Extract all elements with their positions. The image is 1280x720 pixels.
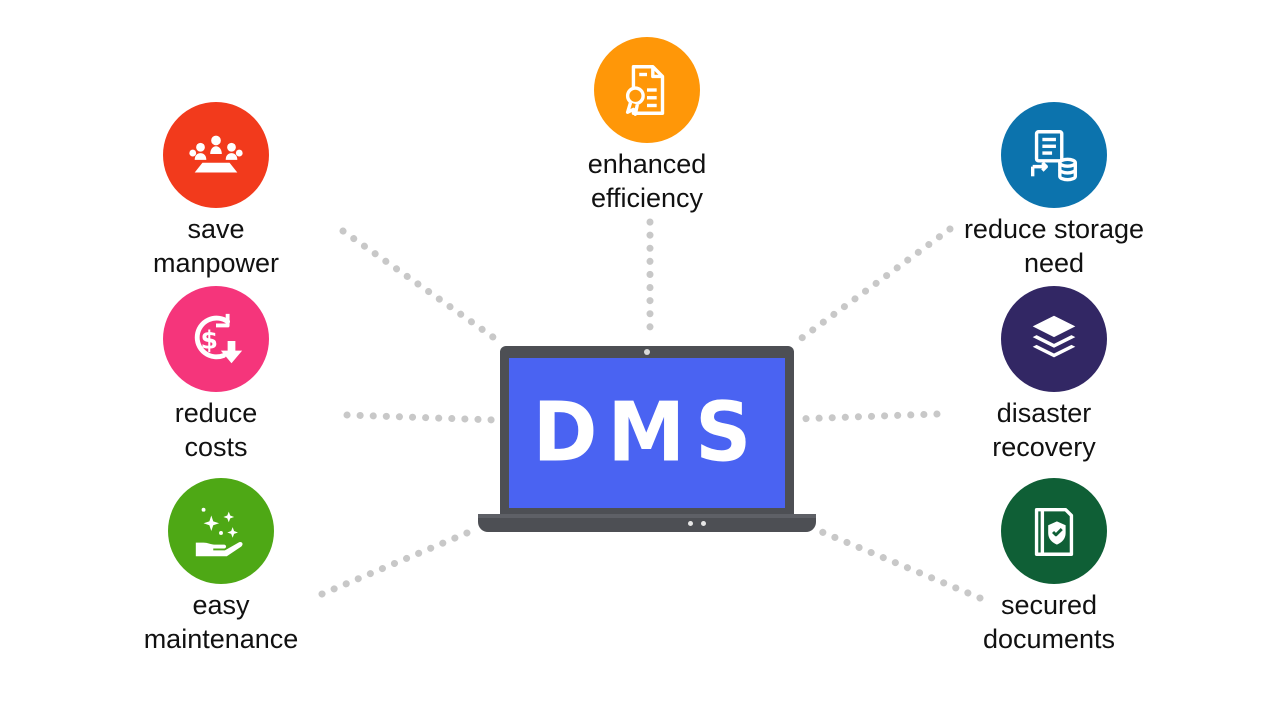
benefit-label-line-2: costs	[184, 432, 248, 462]
benefit-circle	[1001, 478, 1107, 584]
benefit-disaster-recovery: disaster recovery	[934, 286, 1174, 464]
connector-disaster-recovery	[792, 410, 941, 423]
connector-reduce-costs	[343, 411, 500, 424]
benefit-reduce-storage-need: reduce storage need	[934, 102, 1174, 280]
indicator-light	[688, 521, 693, 526]
benefit-label-line-1: easy	[192, 590, 250, 620]
benefit-label-line-1: enhanced	[587, 149, 707, 179]
secure-folder-icon	[1034, 507, 1074, 556]
connector-easy-maintenance	[318, 526, 478, 598]
benefit-secured-documents: secured documents	[934, 478, 1174, 656]
team-meeting-icon	[189, 135, 243, 173]
benefit-label-line-1: reduce storage	[963, 214, 1145, 244]
benefit-label-line-2: recovery	[992, 432, 1096, 462]
benefit-circle	[1001, 102, 1107, 208]
benefit-label-line-2: need	[1023, 248, 1085, 278]
connector-reduce-storage-need	[791, 225, 954, 347]
server-database-icon	[1030, 130, 1078, 182]
benefit-label-line-1: secured	[1000, 590, 1098, 620]
benefit-label: easy maintenance	[101, 588, 341, 656]
benefit-circle: $	[163, 286, 269, 392]
benefit-label: secured documents	[924, 588, 1174, 656]
connector-secured-documents	[818, 528, 984, 602]
benefit-label: disaster recovery	[914, 396, 1174, 464]
benefit-label-line-2: documents	[982, 624, 1116, 654]
benefit-circle	[1001, 286, 1107, 392]
benefit-easy-maintenance: easy maintenance	[101, 478, 341, 656]
laptop-base	[478, 514, 816, 532]
benefit-circle	[594, 37, 700, 143]
benefit-label-line-1: save	[187, 214, 245, 244]
dms-title: DMS	[532, 385, 762, 481]
benefit-save-manpower: save manpower	[96, 102, 336, 280]
webcam-dot	[644, 349, 650, 355]
laptop-screen: DMS	[509, 358, 785, 508]
layers-icon	[1032, 315, 1076, 358]
benefit-label-line-2: manpower	[152, 248, 280, 278]
benefit-circle	[168, 478, 274, 584]
dms-laptop: DMS	[478, 346, 816, 536]
hand-sparkle-icon	[195, 507, 243, 557]
benefit-label: reduce storage need	[934, 212, 1174, 280]
benefit-label: reduce costs	[96, 396, 336, 464]
benefit-circle	[163, 102, 269, 208]
benefit-label-line-1: disaster	[996, 398, 1092, 428]
benefit-label: save manpower	[96, 212, 336, 280]
indicator-light	[701, 521, 706, 526]
benefit-label-line-2: maintenance	[143, 624, 299, 654]
benefit-enhanced-efficiency: enhanced efficiency	[527, 37, 767, 215]
benefit-reduce-costs: $ reduce costs	[96, 286, 336, 464]
dollar-down-icon: $	[194, 313, 243, 364]
certificate-document-icon	[625, 65, 665, 116]
benefit-label-line-2: efficiency	[590, 183, 704, 213]
laptop-lid: DMS	[500, 346, 794, 514]
connector-save-manpower	[339, 227, 504, 346]
svg-text:$: $	[200, 326, 218, 355]
benefit-label-line-1: reduce	[174, 398, 258, 428]
benefit-label: enhanced efficiency	[527, 147, 767, 215]
